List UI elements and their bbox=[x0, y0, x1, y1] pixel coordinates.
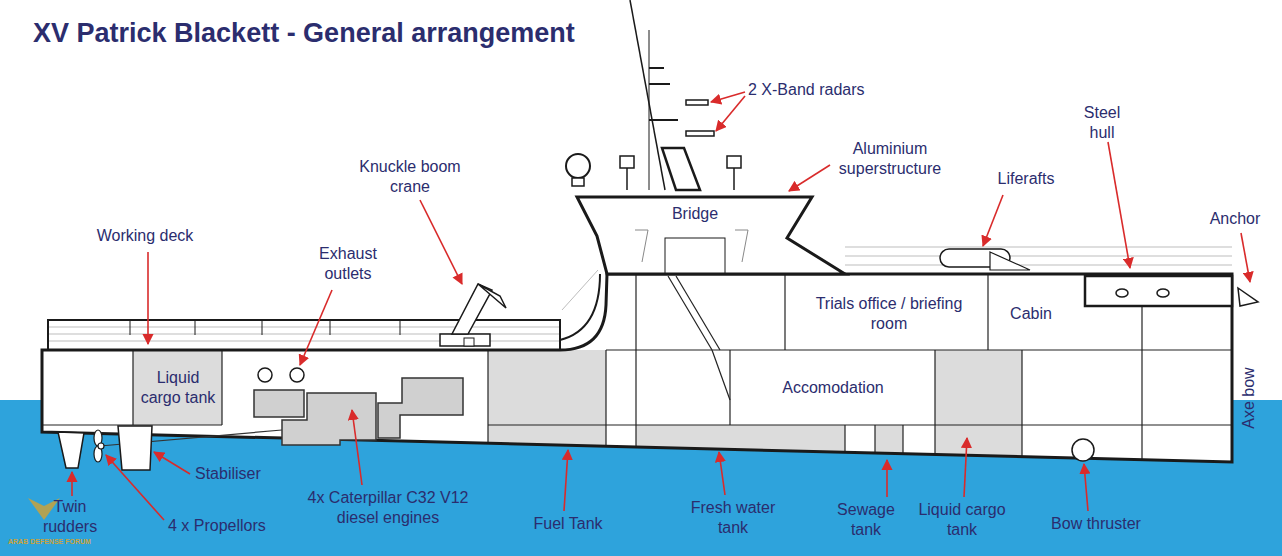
callout-label: Sewage tank bbox=[834, 500, 898, 540]
leader-line bbox=[352, 410, 362, 485]
bow-thruster-symbol bbox=[1072, 439, 1094, 461]
working-deck bbox=[48, 320, 560, 350]
engine-symbol bbox=[100, 378, 463, 446]
hull bbox=[42, 274, 1232, 462]
callout-label: Aluminium superstructure bbox=[825, 139, 955, 179]
leader-line bbox=[719, 452, 725, 495]
propeller-symbol bbox=[94, 430, 104, 462]
compartment-box: Bridge bbox=[672, 204, 718, 224]
compartment-box: Trials office / briefing room bbox=[814, 294, 964, 334]
callout-label: Liferafts bbox=[998, 169, 1055, 189]
leader-line bbox=[716, 96, 745, 131]
compartment-name: Liquid cargo tank bbox=[135, 368, 221, 408]
callout-label: Twin rudders bbox=[38, 497, 102, 537]
exhaust-outlet bbox=[258, 368, 272, 382]
anchor-symbol bbox=[1238, 288, 1258, 306]
leader-line bbox=[964, 438, 967, 497]
crane-symbol bbox=[440, 284, 506, 346]
leader-line bbox=[886, 460, 888, 497]
leader-line bbox=[154, 452, 190, 474]
leader-line bbox=[71, 472, 73, 496]
tank-fill bbox=[133, 350, 1022, 457]
leader-line bbox=[789, 165, 830, 191]
compartment-name: Trials office / briefing room bbox=[814, 294, 964, 334]
hull-outline bbox=[42, 274, 1232, 462]
diagram-title: XV Patrick Blackett - General arrangemen… bbox=[33, 18, 575, 49]
superstructure bbox=[577, 197, 845, 274]
hawse-pipe bbox=[1157, 289, 1169, 297]
bridge-seat bbox=[735, 230, 748, 262]
leader-line bbox=[711, 92, 745, 102]
callout-label: Steel hull bbox=[1077, 103, 1127, 143]
leader-line bbox=[106, 455, 164, 520]
compartment-box: Cabin bbox=[1010, 304, 1052, 324]
leader-line bbox=[147, 252, 149, 344]
bulkhead bbox=[42, 274, 1232, 460]
callout-label: Knuckle boom crane bbox=[350, 157, 470, 197]
callout-label: Axe bow bbox=[1239, 367, 1259, 428]
bridge-seat bbox=[635, 230, 648, 262]
callout-label: 4 x Propellors bbox=[168, 516, 266, 536]
bridge-door bbox=[665, 238, 725, 274]
callout-label: Working deck bbox=[97, 226, 194, 246]
callout-label: Bow thruster bbox=[1051, 514, 1141, 534]
compartment-name: Bridge bbox=[672, 204, 718, 224]
callout-label: Liquid cargo tank bbox=[915, 500, 1010, 540]
hawse-pipe bbox=[1116, 289, 1128, 297]
leader-line bbox=[300, 290, 332, 365]
stabiliser-symbol bbox=[118, 426, 152, 470]
leader-line bbox=[983, 195, 1003, 246]
compartment-box: Liquid cargo tank bbox=[135, 368, 221, 408]
callout-label: Exhaust outlets bbox=[308, 244, 388, 284]
callout-label: Anchor bbox=[1210, 209, 1261, 229]
callout-label: 2 X-Band radars bbox=[748, 80, 865, 100]
fairing bbox=[560, 274, 600, 340]
compartment-name: Accomodation bbox=[782, 378, 883, 398]
compartment-box: Accomodation bbox=[782, 378, 883, 398]
callout-label: 4x Caterpillar C32 V12 diesel engines bbox=[293, 488, 483, 528]
liferaft-ramp bbox=[990, 252, 1030, 270]
callout-label: Stabiliser bbox=[195, 464, 261, 484]
callout-label: Fuel Tank bbox=[533, 514, 602, 534]
mast bbox=[566, 0, 741, 190]
leader-line bbox=[564, 450, 568, 511]
leader-line bbox=[1241, 233, 1250, 282]
leader-line bbox=[1084, 464, 1088, 511]
watermark: ARAB DEFENSE FORUM bbox=[8, 538, 91, 546]
forecastle bbox=[1085, 276, 1232, 306]
leader-line bbox=[1108, 142, 1130, 268]
rudder-symbol bbox=[58, 432, 84, 468]
exhaust-outlet bbox=[290, 368, 304, 382]
leader-line bbox=[420, 200, 462, 284]
compartment-name: Cabin bbox=[1010, 304, 1052, 324]
callout-label: Fresh water tank bbox=[686, 498, 781, 538]
